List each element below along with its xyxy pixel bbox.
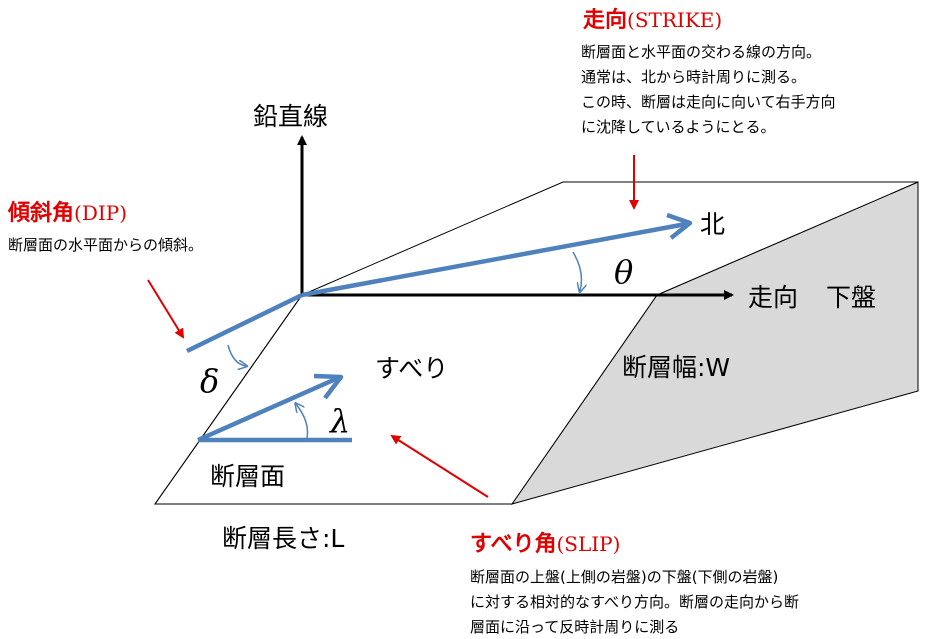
fault-length-label: 断層長さ:L	[222, 524, 344, 553]
strike-desc-line-3: この時、断層は走向に向いて右手方向	[581, 93, 836, 111]
strike-desc-line-4: に沈降しているようにとる。	[581, 118, 776, 136]
dip-desc-line-1: 断層面の水平面からの傾斜。	[8, 236, 203, 254]
north-vector	[301, 221, 687, 298]
delta-arc	[227, 344, 246, 366]
footwall-label: 下盤	[826, 283, 876, 312]
theta-symbol: θ	[614, 253, 633, 291]
theta-arc	[572, 251, 581, 291]
slip-vector-head	[313, 373, 344, 400]
north-label: 北	[700, 210, 725, 239]
dip-title: 傾斜角(DIP)	[7, 200, 127, 226]
dip-line	[186, 292, 303, 354]
fault-plane-label: 断層面	[210, 462, 285, 491]
strike-axis-label: 走向	[748, 283, 798, 312]
slip-vector	[197, 375, 339, 443]
delta-symbol: δ	[200, 362, 219, 400]
lambda-symbol: λ	[328, 402, 350, 440]
slip-pointer-arrow	[390, 434, 489, 498]
slip-angle-desc-line-1: 断層面の上盤(上側の岩盤)の下盤(下側の岩盤)	[470, 568, 778, 586]
slip-angle-desc-line-3: 層面に沿って反時計周りに測る	[470, 618, 679, 636]
strike-desc-line-1: 断層面と水平面の交わる線の方向。	[581, 43, 821, 61]
slip-angle-desc-line-2: に対する相対的なすべり方向。断層の走向から断	[470, 593, 799, 611]
strike-title: 走向(STRIKE)	[583, 7, 722, 33]
strike-desc-line-2: 通常は、北から時計周りに測る。	[581, 68, 806, 86]
vertical-label: 鉛直線	[253, 102, 328, 131]
lambda-arc	[296, 404, 309, 439]
slip-angle-title: すべり角(SLIP)	[470, 531, 620, 557]
fault-width-label: 断層幅:W	[622, 353, 730, 382]
north-vector-head	[666, 212, 693, 240]
dip-pointer-arrow	[147, 279, 185, 339]
slip-label: すべり	[375, 354, 448, 383]
hanging-wall-edge	[154, 294, 303, 505]
